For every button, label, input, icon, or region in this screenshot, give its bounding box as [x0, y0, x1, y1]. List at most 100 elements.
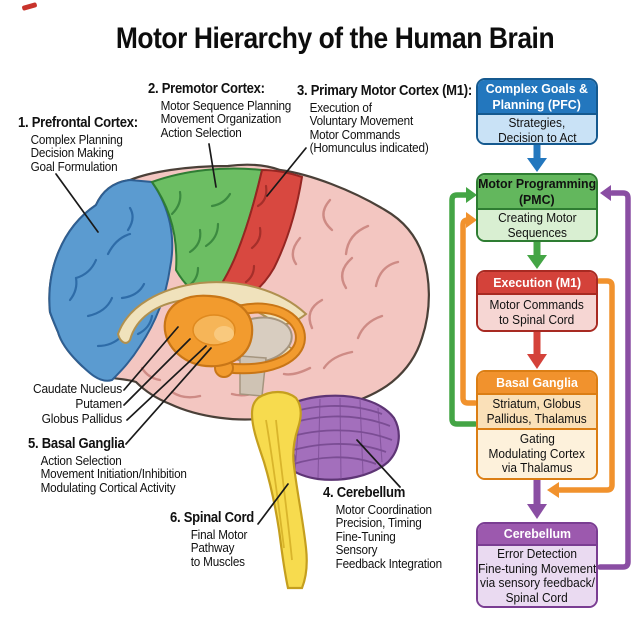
- flow-box-pfc: Complex Goals & Planning (PFC) Strategie…: [476, 78, 598, 145]
- label-premotor-cortex: 2. Premotor Cortex: Motor Sequence Plann…: [148, 81, 307, 140]
- label-putamen: Putamen: [75, 396, 122, 411]
- loop-orange-right-arrowhead: [547, 482, 559, 498]
- label-premotor-heading: 2. Premotor Cortex:: [148, 81, 265, 97]
- label-globus-pallidus: Globus Pallidus: [41, 411, 123, 426]
- flow-text-line: Modulating Cortex: [488, 446, 586, 461]
- label-basal-ganglia-heading: 5. Basal Ganglia: [28, 436, 125, 452]
- flow-box-pmc: Motor Programming (PMC) Creating Motor S…: [476, 173, 598, 242]
- flow-text-line: Complex Goals &: [485, 81, 589, 96]
- flow-text-line: via sensory feedback/: [479, 576, 595, 590]
- flow-box-m1: Execution (M1) Motor Commands to Spinal …: [476, 270, 598, 332]
- premotor-sulci: [170, 190, 232, 288]
- label-line: Motor Coordination: [335, 501, 432, 517]
- leader-cerebellum: [356, 439, 401, 488]
- label-spinal-cord: 6. Spinal Cord Final Motor Pathway to Mu…: [170, 510, 263, 568]
- label-line: Sensory: [335, 542, 378, 557]
- prefrontal-sulci: [68, 206, 154, 348]
- leader-primary-motor: [266, 147, 307, 197]
- label-line: Fine-Tuning: [335, 528, 396, 544]
- label-line: Decision Making: [30, 145, 114, 160]
- label-cerebellum: 4. Cerebellum Motor Coordination Precisi…: [323, 485, 455, 571]
- spinal-cord-lines: [265, 419, 293, 561]
- label-line: Precision, Timing: [335, 515, 422, 530]
- label-prefrontal-heading: 1. Prefrontal Cortex:: [18, 115, 138, 131]
- caudate-tail-fill: [224, 304, 304, 373]
- arrow-pfc-to-pmc: [527, 145, 547, 172]
- label-line: Goal Formulation: [30, 158, 118, 174]
- flow-text-line: Striatum, Globus: [492, 397, 582, 411]
- flow-text-line: Strategies,: [508, 116, 566, 130]
- flow-box-pmc-header: Motor Programming (PMC): [478, 175, 596, 208]
- flow-text-line: Decision to Act: [497, 130, 577, 145]
- label-m1-heading: 3. Primary Motor Cortex (M1):: [297, 83, 472, 99]
- arrow-m1-to-basal-ganglia: [527, 332, 547, 369]
- label-cerebellum-heading: 4. Cerebellum: [323, 485, 406, 501]
- loop-basal-ganglia-to-pmc-green: [449, 192, 478, 427]
- label-prefrontal-cortex: 1. Prefrontal Cortex: Complex Planning D…: [18, 115, 151, 174]
- flow-text-line: Fine-tuning Movement: [477, 561, 597, 576]
- flow-box-m1-header: Execution (M1): [478, 272, 596, 293]
- label-line: Execution of: [309, 99, 372, 115]
- leader-premotor: [208, 143, 217, 188]
- label-line: Motor Commands: [309, 126, 401, 142]
- flow-box-m1-body: Motor Commands to Spinal Cord: [478, 293, 596, 330]
- flow-box-pmc-body: Creating Motor Sequences: [478, 208, 596, 240]
- flow-text-line: Spinal Cord: [505, 590, 569, 605]
- flow-text-line: Basal Ganglia: [496, 374, 578, 390]
- arrow-pmc-to-m1: [527, 242, 547, 269]
- flow-text-line: Execution (M1): [493, 274, 581, 290]
- loop-purple-arrowhead: [600, 185, 611, 201]
- flow-text-line: Motor Programming: [477, 176, 597, 191]
- flow-text-line: Cerebellum: [503, 526, 571, 542]
- leader-lines: [55, 143, 401, 525]
- brain-region-prefrontal: [48, 178, 174, 382]
- label-line: Complex Planning: [30, 131, 123, 147]
- cerebellum-fan-lines: [294, 397, 383, 480]
- flow-text-line: Error Detection: [497, 547, 577, 561]
- label-line: Final Motor: [190, 526, 248, 542]
- label-basal-ganglia: 5. Basal Ganglia Action Selection Moveme…: [28, 436, 204, 494]
- flow-box-pfc-header: Complex Goals & Planning (PFC): [478, 80, 596, 113]
- flow-box-basal-ganglia: Basal Ganglia Striatum, Globus Pallidus,…: [476, 370, 598, 480]
- leader-putamen: [123, 338, 191, 406]
- leader-globus-pallidus: [126, 345, 207, 421]
- loop-green-arrowhead: [466, 187, 477, 203]
- leader-spinal-cord: [257, 483, 289, 525]
- primary-motor-sulci: [244, 184, 268, 284]
- flow-text-line: Creating Motor: [497, 211, 577, 225]
- label-primary-motor-cortex: 3. Primary Motor Cortex (M1): Execution …: [297, 83, 491, 155]
- loop-basal-ganglia-to-pmc-orange: [460, 217, 478, 406]
- leader-basal-ganglia: [125, 347, 212, 445]
- flow-text-line: Gating: [519, 432, 555, 447]
- globus-pallidus-highlight: [214, 326, 234, 342]
- brain-region-spinal-cord: [250, 390, 308, 590]
- flow-text-line: Pallidus, Thalamus: [486, 411, 588, 426]
- flow-text-line: (PMC): [519, 191, 555, 207]
- label-line: Movement Initiation/Inhibition: [40, 466, 187, 481]
- label-line: Motor Sequence Planning: [160, 97, 292, 113]
- flow-box-cerebellum-body: Error Detection Fine-tuning Movement via…: [478, 544, 596, 606]
- leader-prefrontal: [55, 173, 99, 233]
- label-line: Feedback Integration: [335, 555, 443, 571]
- flow-text-line: via Thalamus: [501, 461, 573, 476]
- leader-caudate: [123, 326, 179, 391]
- label-line: (Homunculus indicated): [309, 140, 429, 155]
- flow-arrows: [449, 145, 631, 570]
- flow-text-line: to Spinal Cord: [499, 312, 575, 327]
- loop-orange-left-arrowhead: [466, 212, 477, 228]
- label-basal-ganglia-structures: Caudate Nucleus Putamen Globus Pallidus: [14, 381, 122, 426]
- flow-text-line: Sequences: [507, 225, 567, 240]
- loop-cerebellum-to-pmc-purple: [597, 190, 631, 570]
- flow-box-basal-ganglia-header: Basal Ganglia: [478, 372, 596, 393]
- label-line: Pathway: [190, 540, 235, 555]
- flow-text-line: Motor Commands: [489, 298, 585, 312]
- flow-text-line: Planning (PFC): [492, 96, 582, 112]
- label-line: Action Selection: [160, 124, 242, 140]
- label-line: Voluntary Movement: [309, 113, 414, 128]
- label-spinal-cord-heading: 6. Spinal Cord: [170, 510, 254, 526]
- arrow-basal-ganglia-to-cerebellum: [527, 480, 547, 519]
- flow-box-pfc-body: Strategies, Decision to Act: [478, 113, 596, 145]
- page-title: Motor Hierarchy of the Human Brain: [115, 22, 555, 55]
